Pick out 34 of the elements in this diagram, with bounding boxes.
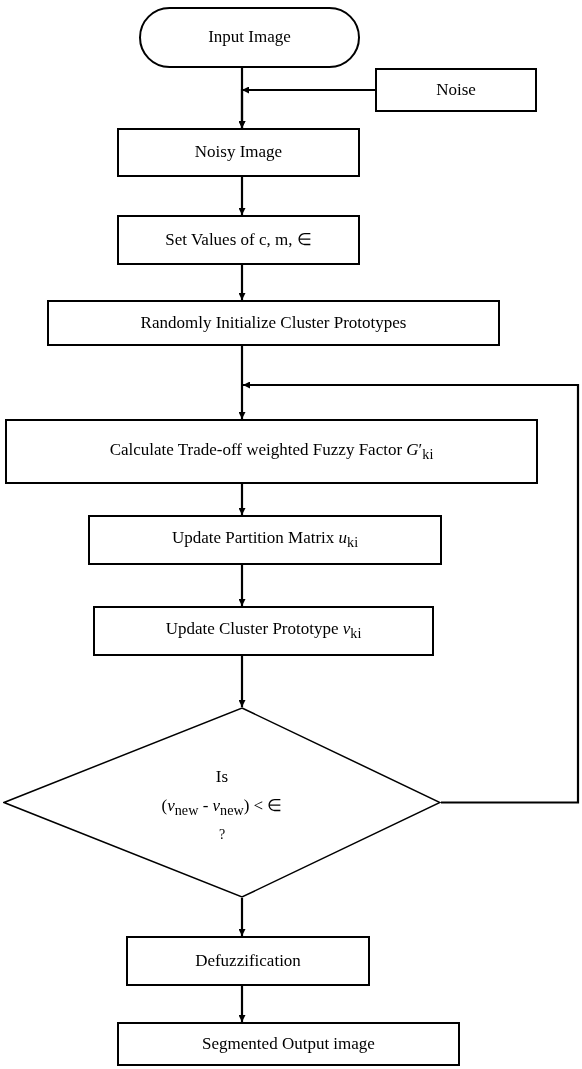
step-text: Update Cluster Prototype v$_{ki}$ bbox=[165, 619, 362, 643]
arrow bbox=[238, 898, 246, 936]
decision-text: ? bbox=[218, 827, 226, 844]
process-box bbox=[47, 300, 500, 346]
decision-text: Is bbox=[215, 767, 229, 788]
arrow bbox=[239, 87, 375, 128]
step-text: Noise bbox=[436, 79, 476, 101]
step-text: Calculate Trade-off weighted Fuzzy Factor G′$_{ki}$ bbox=[109, 439, 434, 464]
step-text: Set Values of c, m, ∈ bbox=[165, 229, 312, 251]
step-text: Segmented Output image bbox=[202, 1033, 375, 1055]
terminal-box bbox=[139, 7, 360, 68]
step-text: Randomly Initialize Cluster Prototypes bbox=[140, 312, 407, 334]
decision-text: (v$_{new}$ - v$_{new}$) < ∈ bbox=[161, 795, 283, 819]
process-box bbox=[5, 419, 538, 484]
process-box bbox=[126, 936, 370, 986]
step-text: Update Partition Matrix u$_{ki}$ bbox=[171, 528, 359, 552]
process-box bbox=[117, 1022, 460, 1066]
arrow bbox=[238, 484, 246, 515]
arrow bbox=[238, 346, 246, 419]
step-text: Defuzzification bbox=[195, 950, 301, 972]
process-box bbox=[88, 515, 442, 565]
process-box bbox=[93, 606, 434, 656]
process-box bbox=[117, 215, 360, 265]
arrow bbox=[238, 986, 246, 1022]
arrow bbox=[238, 265, 246, 300]
step-text: Noisy Image bbox=[194, 142, 283, 163]
arrow bbox=[238, 656, 246, 707]
arrow bbox=[238, 565, 246, 606]
step-text: Input Image bbox=[208, 27, 291, 48]
decision-diamond bbox=[3, 707, 441, 898]
arrow bbox=[238, 177, 246, 215]
process-box bbox=[375, 68, 537, 112]
process-box bbox=[117, 128, 360, 177]
arrow bbox=[243, 381, 580, 804]
